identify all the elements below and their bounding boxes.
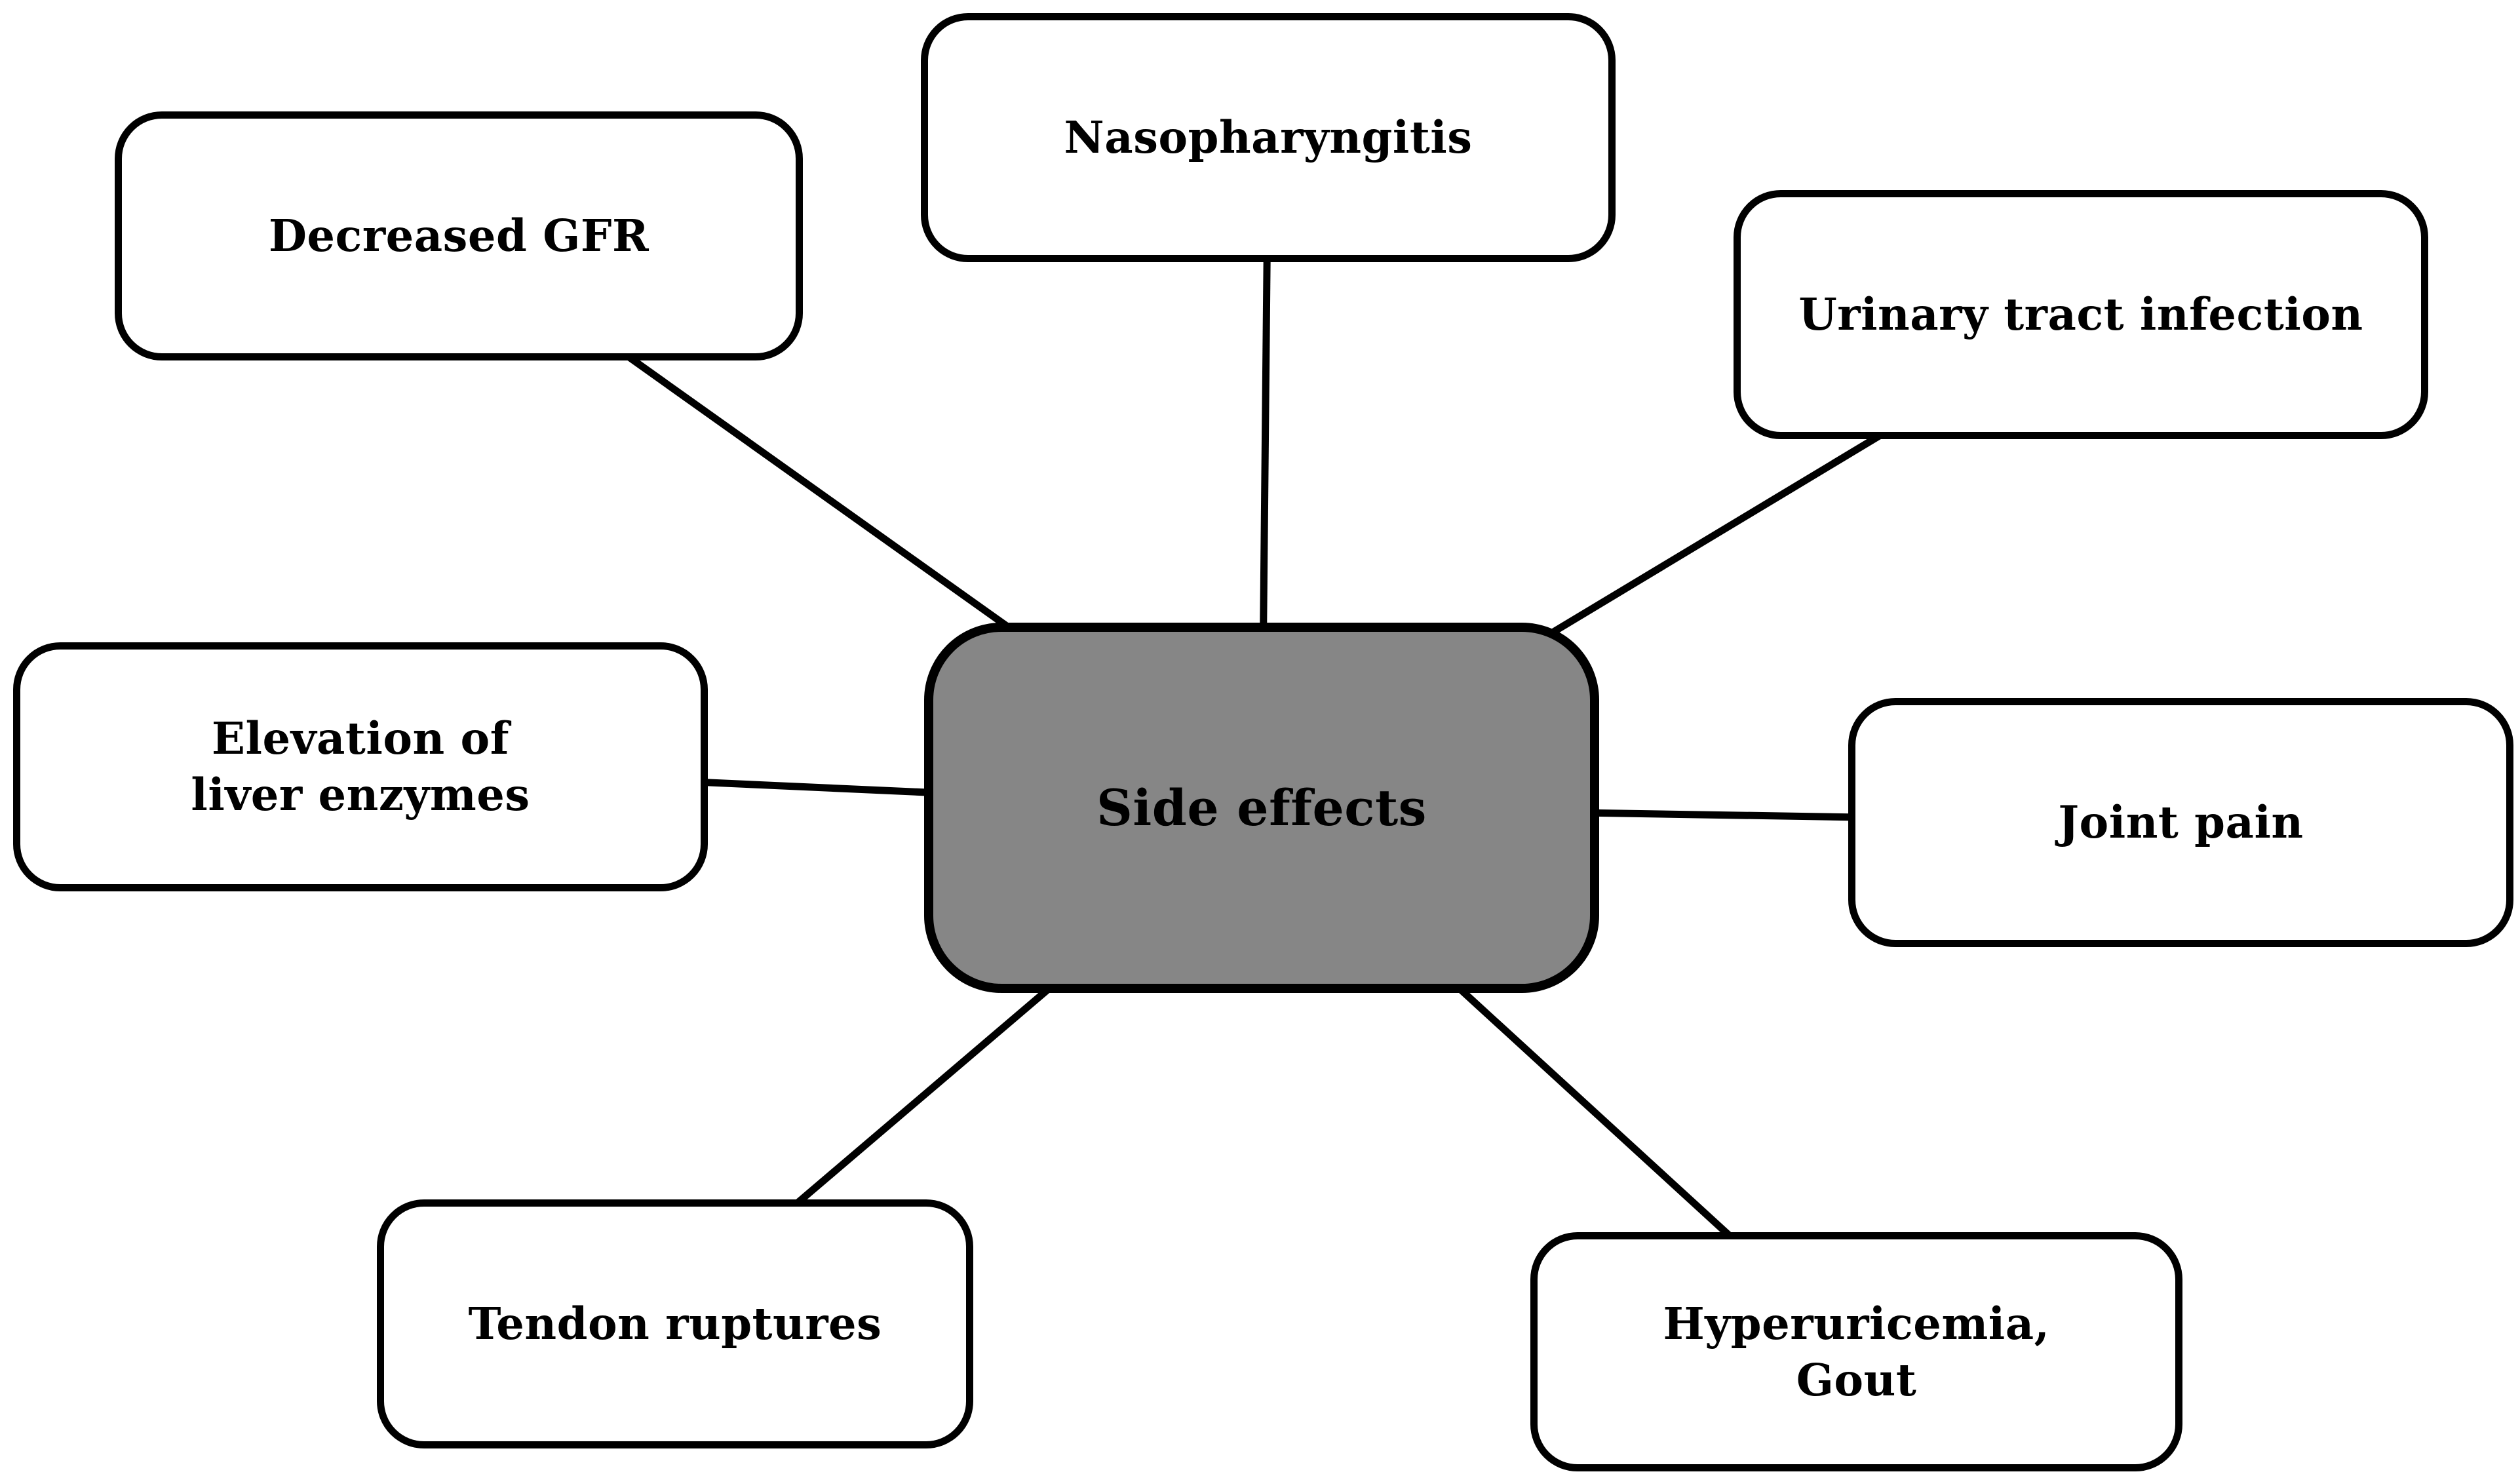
node-joint-pain: Joint pain xyxy=(1848,698,2513,947)
node-side-effects: Side effects xyxy=(924,623,1599,993)
node-tendon-ruptures: Tendon ruptures xyxy=(377,1199,973,1448)
node-elevation-liver-enzymes: Elevation of liver enzymes xyxy=(13,642,708,891)
node-decreased-gfr: Decreased GFR xyxy=(115,111,803,360)
node-hyperuricemia-gout: Hyperuricemia, Gout xyxy=(1530,1232,2182,1471)
node-urinary-tract-infection: Urinary tract infection xyxy=(1734,190,2428,439)
node-nasopharyngitis: Nasopharyngitis xyxy=(921,13,1616,262)
